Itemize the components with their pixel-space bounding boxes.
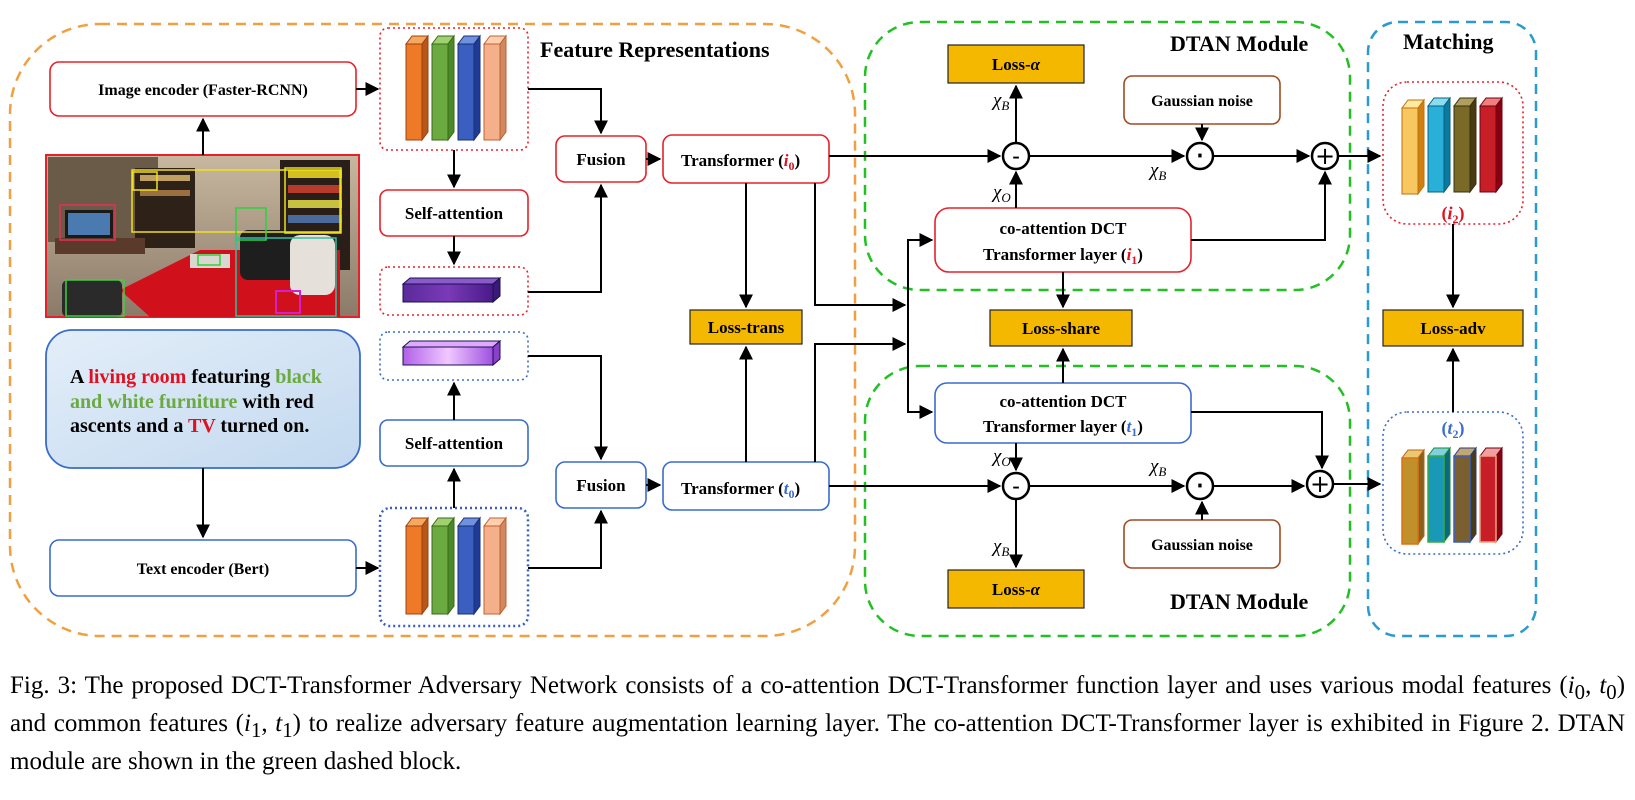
coattention-image-box: co-attention DCT Transformer layer (i1)	[934, 207, 1192, 273]
chi-b-label-1: χB	[991, 90, 1009, 113]
svg-text:Transformer layer (i1): Transformer layer (i1)	[983, 245, 1143, 267]
dtan-module-bottom-group	[863, 364, 1352, 638]
svg-text:A living room featuring black: A living room featuring black	[70, 366, 323, 388]
chi-o-label-2: χO	[991, 446, 1011, 469]
svg-text:Transformer layer (t1): Transformer layer (t1)	[983, 417, 1143, 439]
svg-text:Loss-α: Loss-α	[992, 580, 1041, 599]
chi-b-label-3: χB	[1148, 456, 1166, 479]
text-sample-seg1: A	[70, 366, 88, 388]
svg-text:Fusion: Fusion	[576, 476, 626, 495]
matching-group	[1366, 20, 1538, 638]
plus-operator-bottom: +	[1305, 469, 1335, 499]
text-sample-living-room: living room	[88, 366, 186, 388]
svg-text:⋅: ⋅	[1196, 474, 1204, 500]
svg-text:Gaussian noise: Gaussian noise	[1151, 93, 1253, 110]
svg-text:Image encoder (Faster-RCNN): Image encoder (Faster-RCNN)	[98, 82, 308, 99]
chi-o-label-1: χO	[991, 182, 1011, 205]
text-encoder-box: Text encoder (Bert)	[49, 539, 357, 597]
svg-text:ascents and a TV turned on.: ascents and a TV turned on.	[70, 415, 309, 437]
image-output-feature-stack: (i2)	[1382, 81, 1524, 226]
self-attention-image-box: Self-attention	[379, 189, 529, 237]
matching-title: Matching	[1403, 29, 1493, 54]
loss-alpha-top-box: Loss-α	[947, 44, 1085, 84]
svg-text:Loss-share: Loss-share	[1022, 319, 1101, 338]
loss-trans-box: Loss-trans	[689, 309, 803, 345]
svg-text:+: +	[1310, 470, 1330, 498]
dot-operator-bottom: ⋅	[1185, 471, 1215, 501]
living-room-photo	[45, 154, 360, 318]
figure-caption: Fig. 3: The proposed DCT-Transformer Adv…	[10, 672, 1626, 775]
svg-text:Fusion: Fusion	[576, 150, 626, 169]
loss-share-box: Loss-share	[989, 309, 1133, 347]
text-sample-furniture: and white furniture	[70, 391, 238, 413]
text-sample-seg3: featuring	[186, 366, 275, 388]
svg-text:⋅: ⋅	[1196, 144, 1204, 170]
dtan-module-top-title: DTAN Module	[1170, 31, 1309, 56]
svg-text:Self-attention: Self-attention	[405, 204, 504, 223]
svg-text:+: +	[1315, 142, 1335, 170]
svg-text:(i2): (i2)	[1441, 203, 1464, 226]
svg-text:Self-attention: Self-attention	[405, 434, 504, 453]
svg-text:(t2): (t2)	[1441, 418, 1464, 441]
transformer-text-box: Transformer (t0)	[662, 461, 830, 511]
text-sample-seg7: ascents and a	[70, 415, 188, 437]
plus-operator-top: +	[1310, 141, 1340, 171]
svg-text:co-attention DCT: co-attention DCT	[999, 219, 1127, 238]
chi-b-label-4: χB	[991, 536, 1009, 559]
loss-adv-box: Loss-adv	[1382, 309, 1524, 347]
text-feature-stack	[378, 506, 530, 628]
image-feature-stack	[379, 27, 529, 151]
svg-text:Gaussian noise: Gaussian noise	[1151, 537, 1253, 554]
text-sample-black: black	[275, 366, 323, 388]
svg-text:Loss-trans: Loss-trans	[708, 318, 785, 337]
architecture-diagram: Feature Representations DTAN Module DTAN…	[8, 20, 1538, 638]
svg-text:Loss-α: Loss-α	[992, 55, 1041, 74]
svg-text:Text encoder (Bert): Text encoder (Bert)	[137, 561, 269, 578]
feature-representations-title: Feature Representations	[540, 37, 770, 62]
fusion-image-box: Fusion	[555, 135, 647, 183]
text-sample-seg6: with red	[237, 391, 313, 413]
svg-text:Loss-adv: Loss-adv	[1420, 319, 1486, 338]
dot-operator-top: ⋅	[1185, 141, 1215, 171]
fusion-text-box: Fusion	[555, 461, 647, 509]
dtan-module-bottom-title: DTAN Module	[1170, 589, 1309, 614]
text-sample-tv: TV	[188, 415, 216, 437]
feature-representations-group	[8, 22, 857, 638]
minus-operator-bottom: -	[1001, 471, 1031, 501]
image-attended-feature	[379, 266, 529, 316]
gaussian-noise-bottom-box: Gaussian noise	[1123, 519, 1281, 569]
text-attended-feature	[379, 331, 529, 381]
connectors	[196, 82, 1460, 575]
svg-text:and white furniture with red: and white furniture with red	[70, 391, 314, 413]
text-output-feature-stack: (t2)	[1382, 411, 1524, 555]
text-sample-bubble: A living room featuring black and white …	[45, 329, 361, 469]
svg-text:Transformer (i0): Transformer (i0)	[681, 151, 800, 173]
transformer-image-box: Transformer (i0)	[662, 134, 830, 184]
text-sample-seg9: turned on.	[215, 415, 309, 437]
image-encoder-box: Image encoder (Faster-RCNN)	[49, 61, 357, 117]
minus-operator-top: -	[1001, 141, 1031, 171]
svg-text:-: -	[1012, 473, 1019, 498]
gaussian-noise-top-box: Gaussian noise	[1123, 75, 1281, 125]
coattention-text-box: co-attention DCT Transformer layer (t1)	[934, 382, 1192, 444]
self-attention-text-box: Self-attention	[379, 419, 529, 467]
chi-b-label-2: χB	[1148, 160, 1166, 183]
svg-text:-: -	[1012, 143, 1019, 168]
loss-alpha-bottom-box: Loss-α	[947, 569, 1085, 609]
svg-text:Transformer (t0): Transformer (t0)	[681, 479, 800, 501]
svg-text:co-attention DCT: co-attention DCT	[999, 392, 1127, 411]
